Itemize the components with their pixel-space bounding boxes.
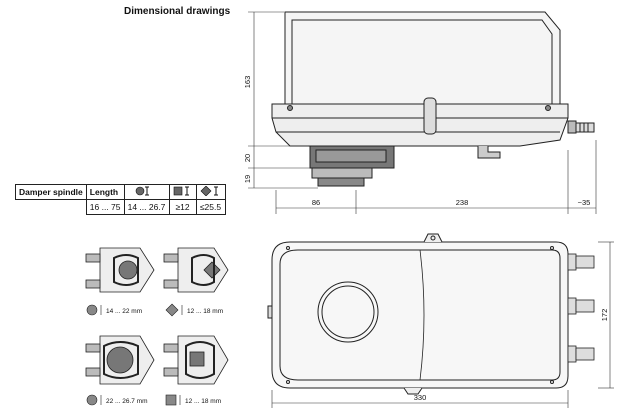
- round-spindle-icon: [86, 394, 98, 406]
- caption-4: 12 ... 18 mm: [185, 398, 221, 405]
- square-value: ≥12: [168, 199, 197, 215]
- damper-spindle-label: Damper spindle: [15, 184, 87, 200]
- dim-19: 19: [243, 175, 252, 183]
- round-value: 14 ... 26.7: [123, 199, 170, 215]
- clamp-detail-3: [85, 335, 155, 385]
- diamond-value: ≤25.5: [195, 199, 226, 215]
- dim-20: 20: [243, 154, 252, 162]
- side-view: [271, 11, 595, 187]
- clamp-detail-4: [163, 335, 229, 385]
- dim-172: 172: [600, 309, 609, 322]
- top-view: [267, 233, 569, 395]
- dim-35: ~35: [578, 198, 591, 207]
- square-spindle-icon: [165, 394, 177, 406]
- clamp-detail-1: [85, 247, 155, 293]
- page-title: Dimensional drawings: [124, 6, 231, 17]
- damper-spindle-table: Damper spindle Length 16 ... 75 14 ... 2…: [15, 184, 226, 215]
- caption-2: 12 ... 18 mm: [187, 308, 223, 315]
- dim-86: 86: [312, 198, 320, 207]
- round-spindle-icon: [123, 184, 170, 200]
- diamond-spindle-icon: [165, 303, 179, 317]
- caption-3: 22 ... 26.7 mm: [106, 398, 148, 405]
- clamp-detail-2: [163, 247, 229, 293]
- caption-1: 14 ... 22 mm: [106, 308, 142, 315]
- round-spindle-icon: [86, 304, 98, 316]
- dim-163: 163: [243, 76, 252, 89]
- top-view-dimensions: [271, 241, 614, 408]
- side-view-dimensions: [248, 11, 597, 214]
- dim-238: 238: [456, 198, 469, 207]
- cable-glands: [567, 253, 595, 363]
- dim-330: 330: [414, 393, 427, 402]
